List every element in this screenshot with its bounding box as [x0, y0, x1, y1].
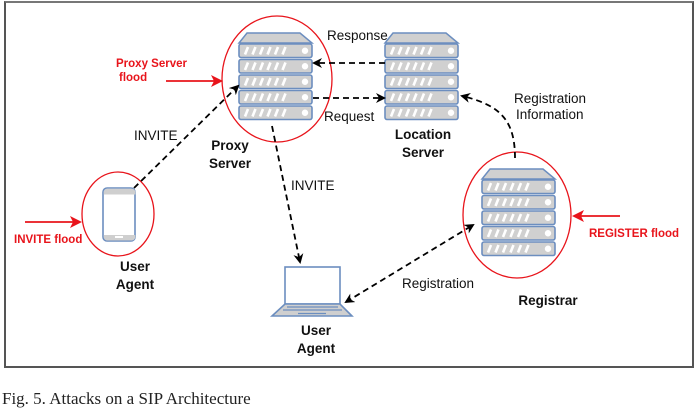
user-agent-laptop-label: User Agent: [291, 323, 341, 357]
user-agent-laptop-label-line2: Agent: [296, 341, 336, 356]
proxy-server-label: Proxy Server: [202, 138, 258, 172]
proxy-server-label-line1: Proxy: [211, 138, 249, 153]
registration-label: Registration: [402, 276, 475, 291]
server-rack-unit: [238, 74, 313, 90]
server-rack-unit: [238, 58, 313, 74]
invite-label-1: INVITE: [134, 128, 178, 143]
server-led: [447, 47, 455, 54]
server-rack-unit: [384, 74, 459, 90]
proxy-flood-label: Proxy Server flood: [116, 57, 187, 85]
edge-registration-information: [460, 92, 516, 159]
server-rack-unit: [384, 89, 459, 105]
user-agent-phone-label-line2: Agent: [115, 277, 155, 292]
smartphone-icon: [102, 187, 136, 242]
server-led: [544, 214, 552, 221]
proxy-flood-label-line2: flood: [119, 72, 148, 84]
server-rack-unit: [481, 225, 556, 241]
server-led: [544, 245, 552, 252]
diagram-frame: [4, 1, 694, 368]
server-rack-unit: [481, 179, 556, 195]
server-led: [301, 94, 309, 101]
edge-invite-proxy-to-laptop: [271, 125, 304, 264]
user-agent-phone-label: User Agent: [110, 259, 160, 293]
registration-information-line2: Information: [516, 107, 584, 122]
proxy-server-label-line2: Server: [208, 156, 252, 171]
server-rack-unit: [481, 210, 556, 226]
server-led: [447, 63, 455, 70]
edge-registration: [344, 223, 475, 304]
server-rack-unit: [384, 43, 459, 59]
invite-label-2: INVITE: [291, 178, 335, 193]
laptop-icon: [269, 266, 354, 317]
server-led: [301, 109, 309, 116]
registration-information-label: Registration Information: [514, 91, 586, 123]
server-led: [301, 78, 309, 85]
server-led: [447, 94, 455, 101]
registrar-label: Registrar: [518, 293, 578, 308]
server-led: [447, 109, 455, 116]
registrar-server-icon: [480, 168, 558, 257]
phone-attack-ellipse: [81, 171, 155, 257]
location-server-label: Location Server: [390, 127, 456, 161]
user-agent-phone-label-line1: User: [119, 259, 151, 274]
server-led: [301, 47, 309, 54]
edge-invite-phone-to-proxy: [133, 84, 240, 189]
server-led: [544, 183, 552, 190]
server-top-cap: [480, 168, 558, 180]
user-agent-laptop-label-line1: User: [300, 323, 332, 338]
server-rack-unit: [481, 194, 556, 210]
response-label: Response: [327, 28, 388, 43]
server-rack-unit: [238, 105, 313, 121]
register-flood-label: REGISTER flood: [589, 228, 680, 240]
proxy-flood-label-line1: Proxy Server: [116, 58, 187, 70]
server-top-cap: [383, 32, 461, 44]
server-top-cap: [237, 32, 315, 44]
server-rack-unit: [238, 43, 313, 59]
registration-information-line1: Registration: [514, 91, 587, 106]
proxy-server-icon: [237, 32, 315, 121]
server-rack-unit: [481, 241, 556, 257]
server-led: [544, 230, 552, 237]
figure-caption: Fig. 5. Attacks on a SIP Architecture: [2, 389, 251, 408]
server-led: [301, 63, 309, 70]
location-server-icon: [383, 32, 461, 121]
server-rack-unit: [384, 58, 459, 74]
location-server-label-line2: Server: [401, 145, 445, 160]
server-rack-unit: [238, 89, 313, 105]
location-server-label-line1: Location: [394, 127, 452, 142]
server-led: [447, 78, 455, 85]
registrar-attack-ellipse: [462, 151, 572, 279]
request-label: Request: [324, 109, 375, 124]
server-led: [544, 199, 552, 206]
server-rack-unit: [384, 105, 459, 121]
invite-flood-label: INVITE flood: [14, 234, 83, 246]
